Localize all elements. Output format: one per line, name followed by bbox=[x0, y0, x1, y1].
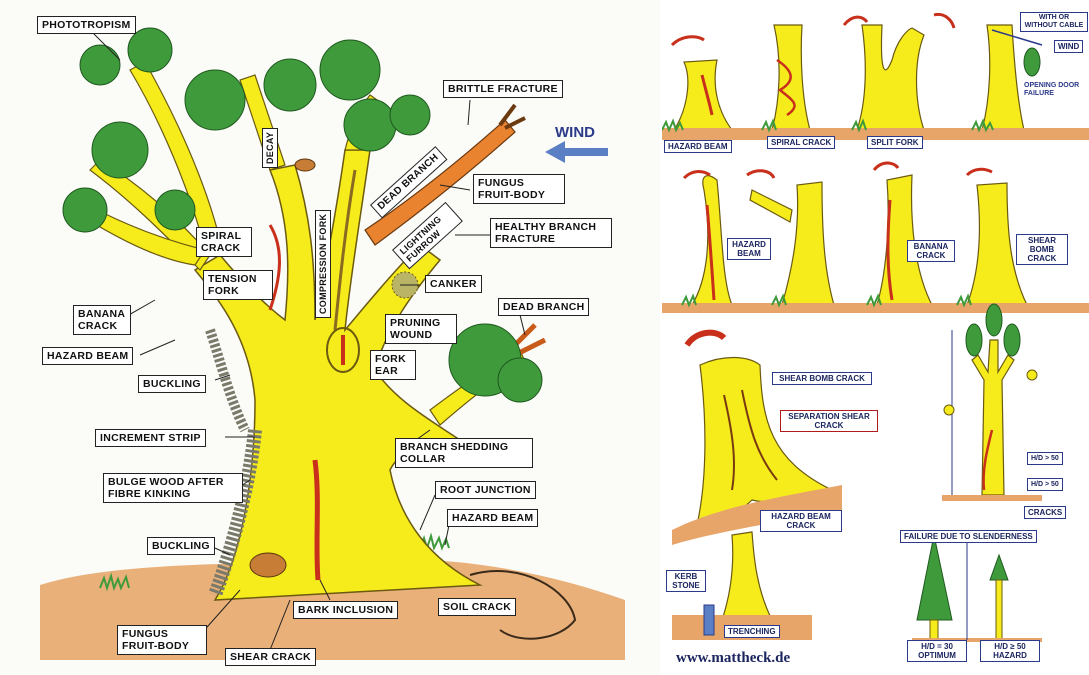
label-healthy-branch-fracture: HEALTHY BRANCH FRACTURE bbox=[490, 218, 612, 248]
label-fungus-bottom: FUNGUS FRUIT-BODY bbox=[117, 625, 207, 655]
label-fungus-top: FUNGUS FRUIT-BODY bbox=[473, 174, 565, 204]
label-bulge-wood: BULGE WOOD AFTER FIBRE KINKING bbox=[103, 473, 243, 503]
label-canker: CANKER bbox=[425, 275, 482, 293]
label-root-junction: ROOT JUNCTION bbox=[435, 481, 536, 499]
label-separation-shear-crack: SEPARATION SHEAR CRACK bbox=[780, 410, 878, 432]
website-credit: www.mattheck.de bbox=[676, 650, 790, 667]
label-banana-crack: BANANA CRACK bbox=[73, 305, 131, 335]
label-spiral-crack-right: SPIRAL CRACK bbox=[767, 136, 835, 149]
label-spiral-crack: SPIRAL CRACK bbox=[196, 227, 252, 257]
label-shear-bomb-crack: SHEAR BOMB CRACK bbox=[1016, 234, 1068, 265]
label-ratio-hazard: H/D ≥ 50 HAZARD bbox=[980, 640, 1040, 662]
bark-inclusion-crack bbox=[315, 460, 318, 580]
label-buckling-bottom: BUCKLING bbox=[147, 537, 215, 555]
label-dead-branch-right: DEAD BRANCH bbox=[498, 298, 589, 316]
failure-modes-drawing bbox=[662, 0, 1089, 675]
tree-failure-modes-illustration: WITH OR WITHOUT CABLE WIND OPENING DOOR … bbox=[662, 0, 1089, 675]
row1-stumps bbox=[674, 25, 1024, 130]
label-banana-crack-right: BANANA CRACK bbox=[907, 240, 955, 262]
fungus-bottom bbox=[250, 553, 286, 577]
label-failure-due-to-slenderness: FAILURE DUE TO SLENDERNESS bbox=[900, 530, 1037, 543]
wind-arrow-icon bbox=[545, 141, 608, 163]
label-pruning-wound: PRUNING WOUND bbox=[385, 314, 457, 344]
label-wind-right: WIND bbox=[1054, 40, 1083, 53]
label-fork-ear: FORK EAR bbox=[370, 350, 416, 380]
label-split-fork: SPLIT FORK bbox=[867, 136, 923, 149]
label-branch-shedding-collar: BRANCH SHEDDING COLLAR bbox=[395, 438, 533, 468]
label-ratio-b: H/D > 50 bbox=[1027, 478, 1063, 491]
label-increment-strip: INCREMENT STRIP bbox=[95, 429, 206, 447]
label-hazard-beam-row2: HAZARD BEAM bbox=[727, 238, 771, 260]
label-brittle-fracture: BRITTLE FRACTURE bbox=[443, 80, 563, 98]
label-buckling-top: BUCKLING bbox=[138, 375, 206, 393]
label-shear-crack: SHEAR CRACK bbox=[225, 648, 316, 666]
label-hazard-beam-crack: HAZARD BEAM CRACK bbox=[760, 510, 842, 532]
label-ratio-optimum: H/D = 30 OPTIMUM bbox=[907, 640, 967, 662]
row2-red-arrows bbox=[684, 163, 992, 178]
label-ratio-a: H/D > 50 bbox=[1027, 452, 1063, 465]
label-trenching: TRENCHING bbox=[724, 625, 780, 638]
label-cracks: CRACKS bbox=[1024, 506, 1066, 519]
label-opening-door-failure: OPENING DOOR FAILURE bbox=[1024, 82, 1086, 98]
label-with-or-without-cable: WITH OR WITHOUT CABLE bbox=[1020, 12, 1088, 32]
label-shear-bomb-crack-large: SHEAR BOMB CRACK bbox=[772, 372, 872, 385]
label-soil-crack: SOIL CRACK bbox=[438, 598, 516, 616]
label-kerb-stone: KERB STONE bbox=[666, 570, 706, 592]
fungus-decay bbox=[295, 159, 315, 171]
slender-tree bbox=[942, 304, 1042, 498]
label-tension-fork: TENSION FORK bbox=[203, 270, 273, 300]
tree-drawing bbox=[0, 0, 660, 675]
label-phototropism: PHOTOTROPISM bbox=[37, 16, 136, 34]
tree-defects-illustration: PHOTOTROPISM BRITTLE FRACTURE WIND DECAY… bbox=[0, 0, 660, 675]
label-hazard-beam-row1: HAZARD BEAM bbox=[664, 140, 732, 153]
slenderness-trees bbox=[912, 535, 1042, 640]
label-hazard-beam: HAZARD BEAM bbox=[42, 347, 133, 365]
trenching-stump bbox=[722, 532, 772, 620]
label-hazard-beam-root: HAZARD BEAM bbox=[447, 509, 538, 527]
label-decay: DECAY bbox=[262, 128, 278, 168]
label-wind: WIND bbox=[555, 124, 595, 141]
label-compression-fork: COMPRESSION FORK bbox=[315, 210, 331, 318]
label-bark-inclusion: BARK INCLUSION bbox=[293, 601, 398, 619]
